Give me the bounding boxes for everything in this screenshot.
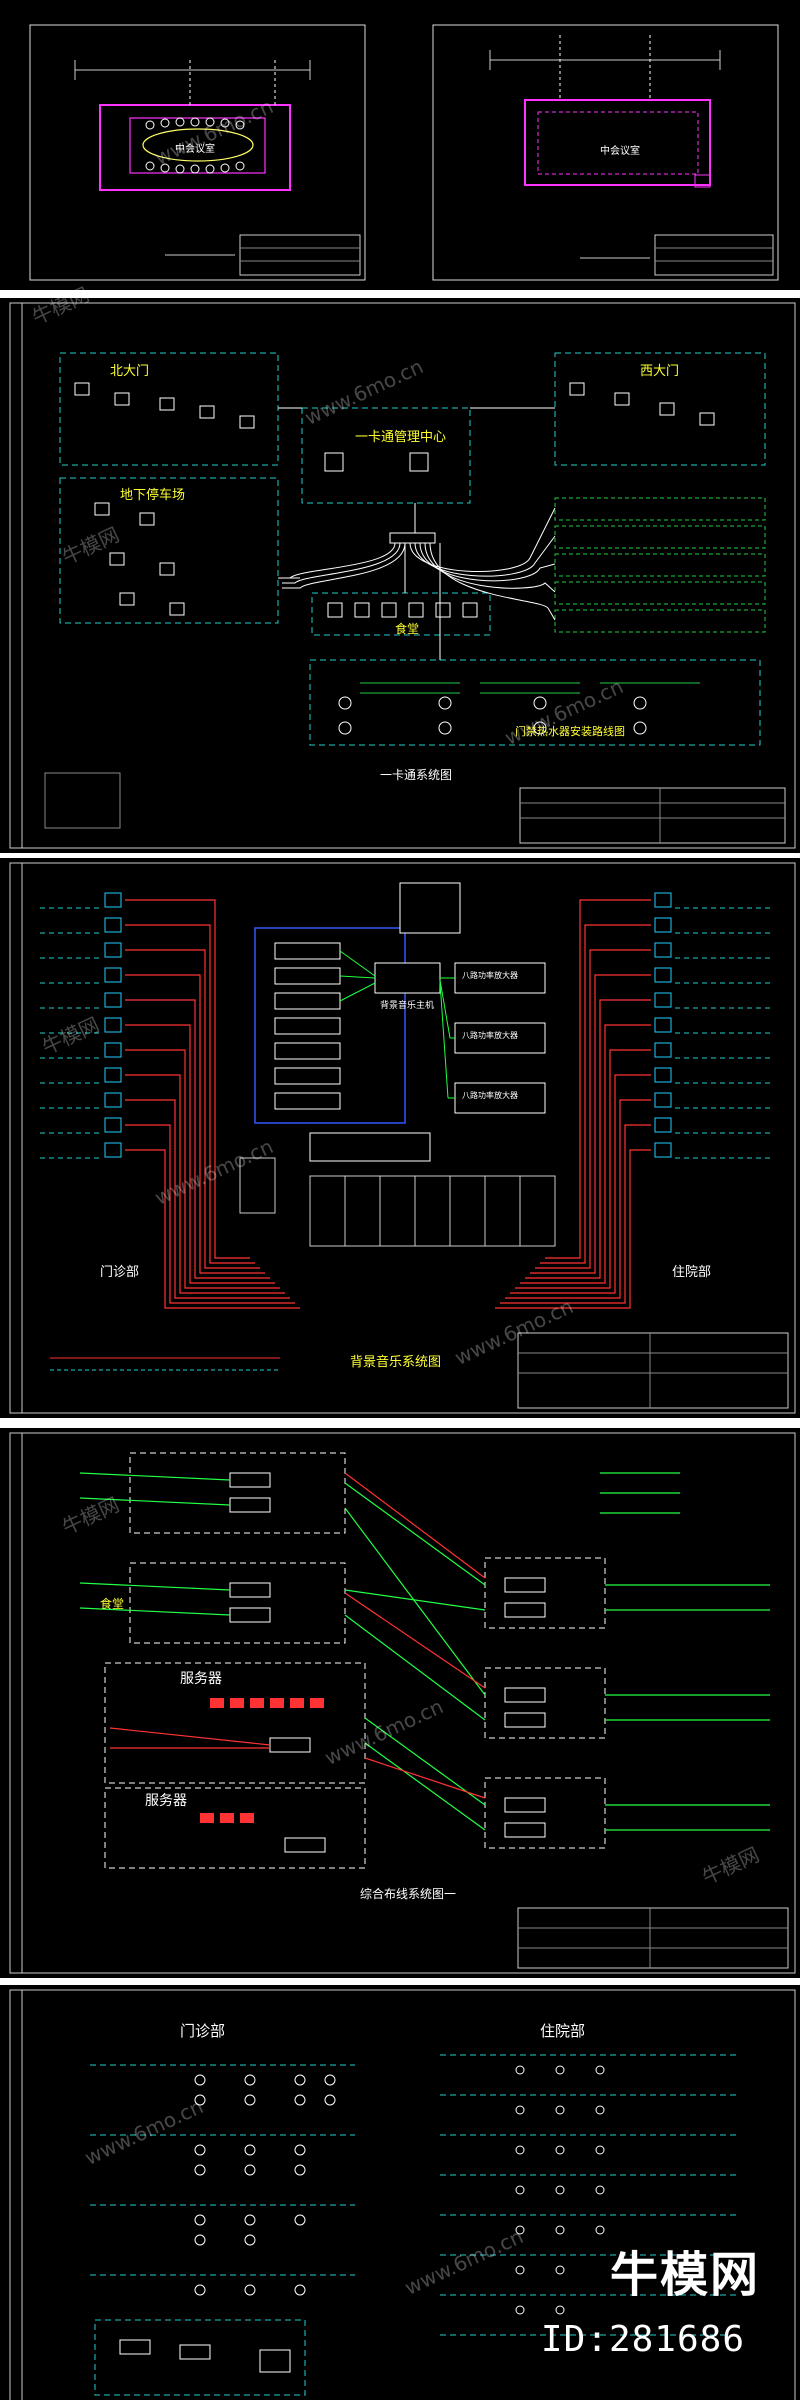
water-label: 门禁热水器安装路线图 [515,725,625,738]
outlet-list-drawing [9,1989,796,2400]
bgm-zone-amp-1: 八路功率放大器 [462,971,518,980]
parking-label: 地下停车场 [120,488,186,503]
brand-id-text: ID:281686 [540,2319,745,2360]
center-label: 一卡通管理中心 [355,430,447,445]
server-label-1: 服务器 [180,1671,222,1687]
west-gate-label: 西大门 [640,364,680,379]
meeting-room-plans-drawing [29,24,779,281]
bgm-host-label: 背景音乐主机 [380,1001,435,1011]
sheet-integrated-cabling: 食堂 服务器 服务器 综合布线系统图一 [0,1428,800,1978]
cabling-canteen-label: 食堂 [100,1597,125,1611]
north-gate-label: 北大门 [110,364,150,379]
outlet-right-dept: 住院部 [540,2022,586,2040]
server-label-2: 服务器 [145,1793,187,1809]
bgm-zone-amp-2: 八路功率放大器 [462,1031,518,1040]
brand-logo-text: 牛模网 [609,2247,760,2303]
bgm-left-dept: 门诊部 [100,1265,140,1280]
sheet2-title: 一卡通系统图 [380,768,453,782]
sheet-outlet-list: 门诊部 住院部 牛模网 ID:281686 [0,1985,800,2400]
one-card-system-drawing [9,302,796,849]
integrated-cabling-drawing [9,1432,796,1974]
right-room-label: 中会议室 [600,146,640,157]
outlet-left-dept: 门诊部 [180,2022,226,2040]
bgm-right-dept: 住院部 [672,1265,712,1280]
canteen-label: 食堂 [395,622,420,636]
background-music-drawing [9,862,796,1414]
cabling-title: 综合布线系统图一 [360,1887,457,1901]
sheet-one-card-system: 北大门 西大门 地下停车场 一卡通管理中心 食堂 门禁热水器安装路线图 一卡通系… [0,298,800,853]
bgm-title: 背景音乐系统图 [350,1355,442,1370]
left-room-label: 中会议室 [175,144,215,155]
sheet-meeting-room-plans: 中会议室 中会议室 [0,0,800,290]
bgm-zone-amp-3: 八路功率放大器 [462,1091,518,1100]
sheet-background-music: 背景音乐主机 八路功率放大器 八路功率放大器 八路功率放大器 门诊部 住院部 背… [0,858,800,1418]
